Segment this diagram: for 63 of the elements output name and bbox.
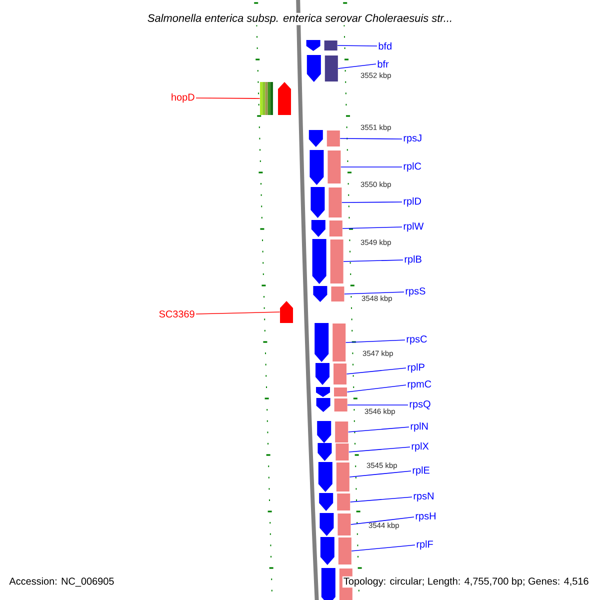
gene-label: rpmC — [408, 380, 432, 390]
leader-line — [350, 496, 412, 502]
gene-label: hopD — [172, 93, 194, 103]
leader-line — [340, 166, 402, 168]
gene-label: bfd — [378, 42, 392, 50]
leader-line — [342, 226, 402, 229]
leader-line — [196, 98, 260, 99]
gene-label: rplN — [410, 422, 428, 432]
leader-line — [343, 260, 404, 262]
gene-label: rplB — [404, 255, 422, 265]
gene-feature-bar — [336, 444, 349, 460]
gene-feature-bar — [326, 130, 340, 146]
gene-label: rpsS — [406, 288, 426, 296]
gene-label: rplF — [416, 540, 433, 550]
gene-feature-bar — [334, 364, 346, 384]
gene-feature-bar — [334, 388, 347, 396]
gene-label: rpsN — [414, 492, 434, 502]
gene-label: rpsH — [416, 512, 436, 522]
gene-feature-bar — [329, 220, 342, 236]
gene-label: rpsJ — [404, 134, 422, 144]
leader-line — [338, 64, 376, 69]
gene-label: bfr — [378, 60, 389, 68]
gene-glyph — [280, 301, 293, 323]
gene-feature-bar — [338, 514, 351, 536]
leader-line — [196, 312, 280, 314]
gene-feature-bar — [337, 494, 350, 510]
gene-label: rplE — [412, 466, 430, 476]
gene-label: SC3369 — [159, 310, 194, 318]
gene-feature-bar — [331, 286, 344, 302]
gene-feature-bar — [336, 462, 350, 492]
leader-line — [347, 404, 408, 406]
leader-line — [342, 202, 402, 203]
leader-line — [344, 292, 404, 294]
leader-line — [337, 45, 378, 46]
title: Salmonella enterica subsp. enterica serovar Choleraesuis str... — [146, 12, 454, 26]
leader-line — [349, 470, 412, 478]
leader-line — [348, 426, 410, 432]
leader-line — [345, 340, 406, 343]
gene-feature-bar — [328, 188, 342, 218]
gene-feature-bar — [332, 324, 346, 362]
leader-line — [346, 368, 406, 374]
gene-feature-bar — [324, 56, 338, 82]
gene-label: rplW — [404, 222, 424, 232]
gene-feature-bar — [260, 82, 273, 115]
gene-feature-bar — [334, 398, 348, 412]
gene-feature-bar — [335, 422, 348, 442]
gene-feature-bar — [328, 150, 341, 184]
leader-line — [346, 384, 406, 392]
accession-text: Accession: NC_006905 — [9, 577, 114, 587]
gene-feature-bar — [324, 40, 338, 50]
leader-line — [350, 516, 414, 525]
gene-feature-bar — [330, 240, 344, 284]
gene-label: rpsC — [406, 336, 427, 344]
gene-label: rplX — [412, 442, 429, 452]
gene-feature-bar — [338, 538, 352, 564]
leader-line — [348, 446, 410, 452]
leader-line — [351, 544, 416, 552]
gene-label: rplP — [408, 363, 424, 373]
gene-label: rplC — [404, 162, 422, 172]
gene-label: rplD — [404, 197, 421, 207]
topology-text: Topology: circular; Length: 4,755,700 bp; Genes: 4,516 — [342, 576, 590, 588]
leader-line — [340, 138, 402, 140]
gene-label: rpsQ — [410, 400, 430, 410]
